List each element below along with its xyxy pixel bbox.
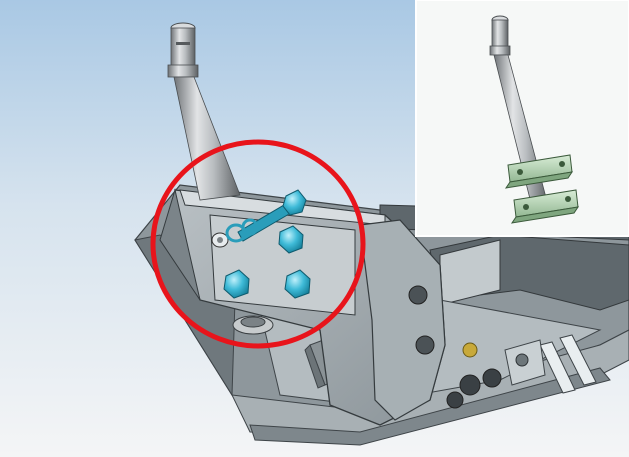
bolt-head-upper-right	[278, 225, 304, 254]
steering-shaft	[167, 22, 241, 201]
inset-lower-clamp	[510, 189, 580, 224]
bolt-assembly	[211, 189, 311, 299]
inset-detail-view	[415, 0, 629, 237]
spacer-ring-hole	[240, 316, 266, 328]
bolt-head-top	[282, 189, 307, 216]
highlight-circle	[150, 139, 366, 349]
bolt-head-lower-right	[284, 269, 311, 299]
inset-upper-clamp	[504, 154, 574, 189]
bolt-head-lower-left	[223, 269, 250, 299]
